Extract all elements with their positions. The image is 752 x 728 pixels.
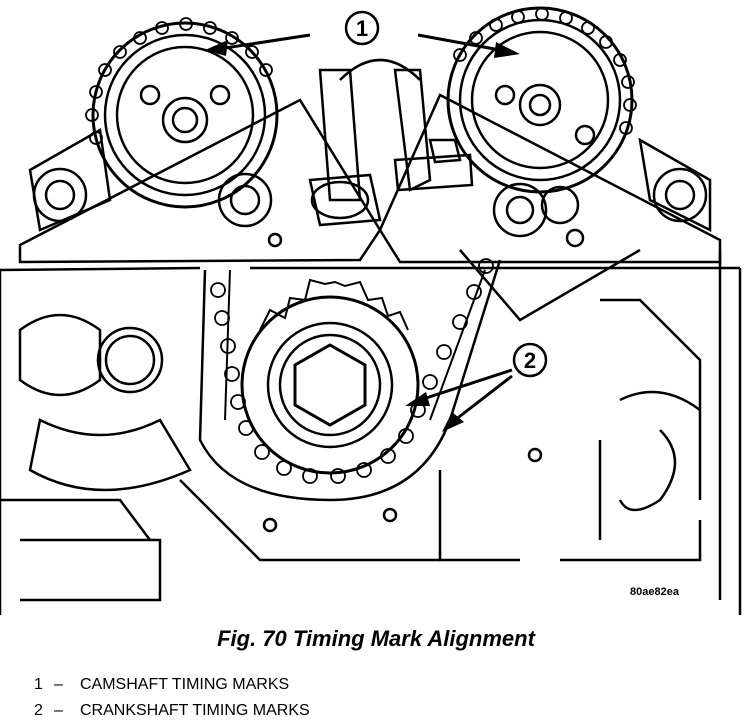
legend-label: CAMSHAFT TIMING MARKS [80,676,290,693]
center-vee [318,68,362,202]
left-cam-chain-links [85,17,273,145]
right-cam-sprocket [446,6,708,223]
block-left-side [18,313,102,397]
legend-separator: – [54,702,63,719]
callout-1-label: 1 [356,16,368,41]
callout-crankshaft-marks [405,342,548,432]
crankshaft-sprocket [240,278,420,475]
crankshaft-chain-links [210,258,494,484]
callout-2-label: 2 [524,348,536,373]
legend-item-crankshaft: 2–CRANKSHAFT TIMING MARKS [34,698,310,724]
legend-label: CRANKSHAFT TIMING MARKS [80,702,310,719]
left-port [96,326,164,394]
right-cam-chain-links [453,7,637,135]
legend-number: 2 [34,702,43,719]
figure-caption: Fig. 70 Timing Mark Alignment [217,626,535,651]
legend-number: 1 [34,676,43,693]
legend: 1–CAMSHAFT TIMING MARKS 2–CRANKSHAFT TIM… [34,672,310,724]
legend-item-camshaft: 1–CAMSHAFT TIMING MARKS [34,672,310,698]
callout-camshaft-marks [205,10,520,58]
left-cam-sprocket [32,21,279,223]
legend-separator: – [54,676,63,693]
engine-block [0,266,740,615]
engine-timing-diagram: 1 2 [0,6,742,615]
tensioner-pulley [310,180,370,220]
image-code: 80ae82ea [630,586,679,598]
right-cylinder-head [378,93,722,264]
